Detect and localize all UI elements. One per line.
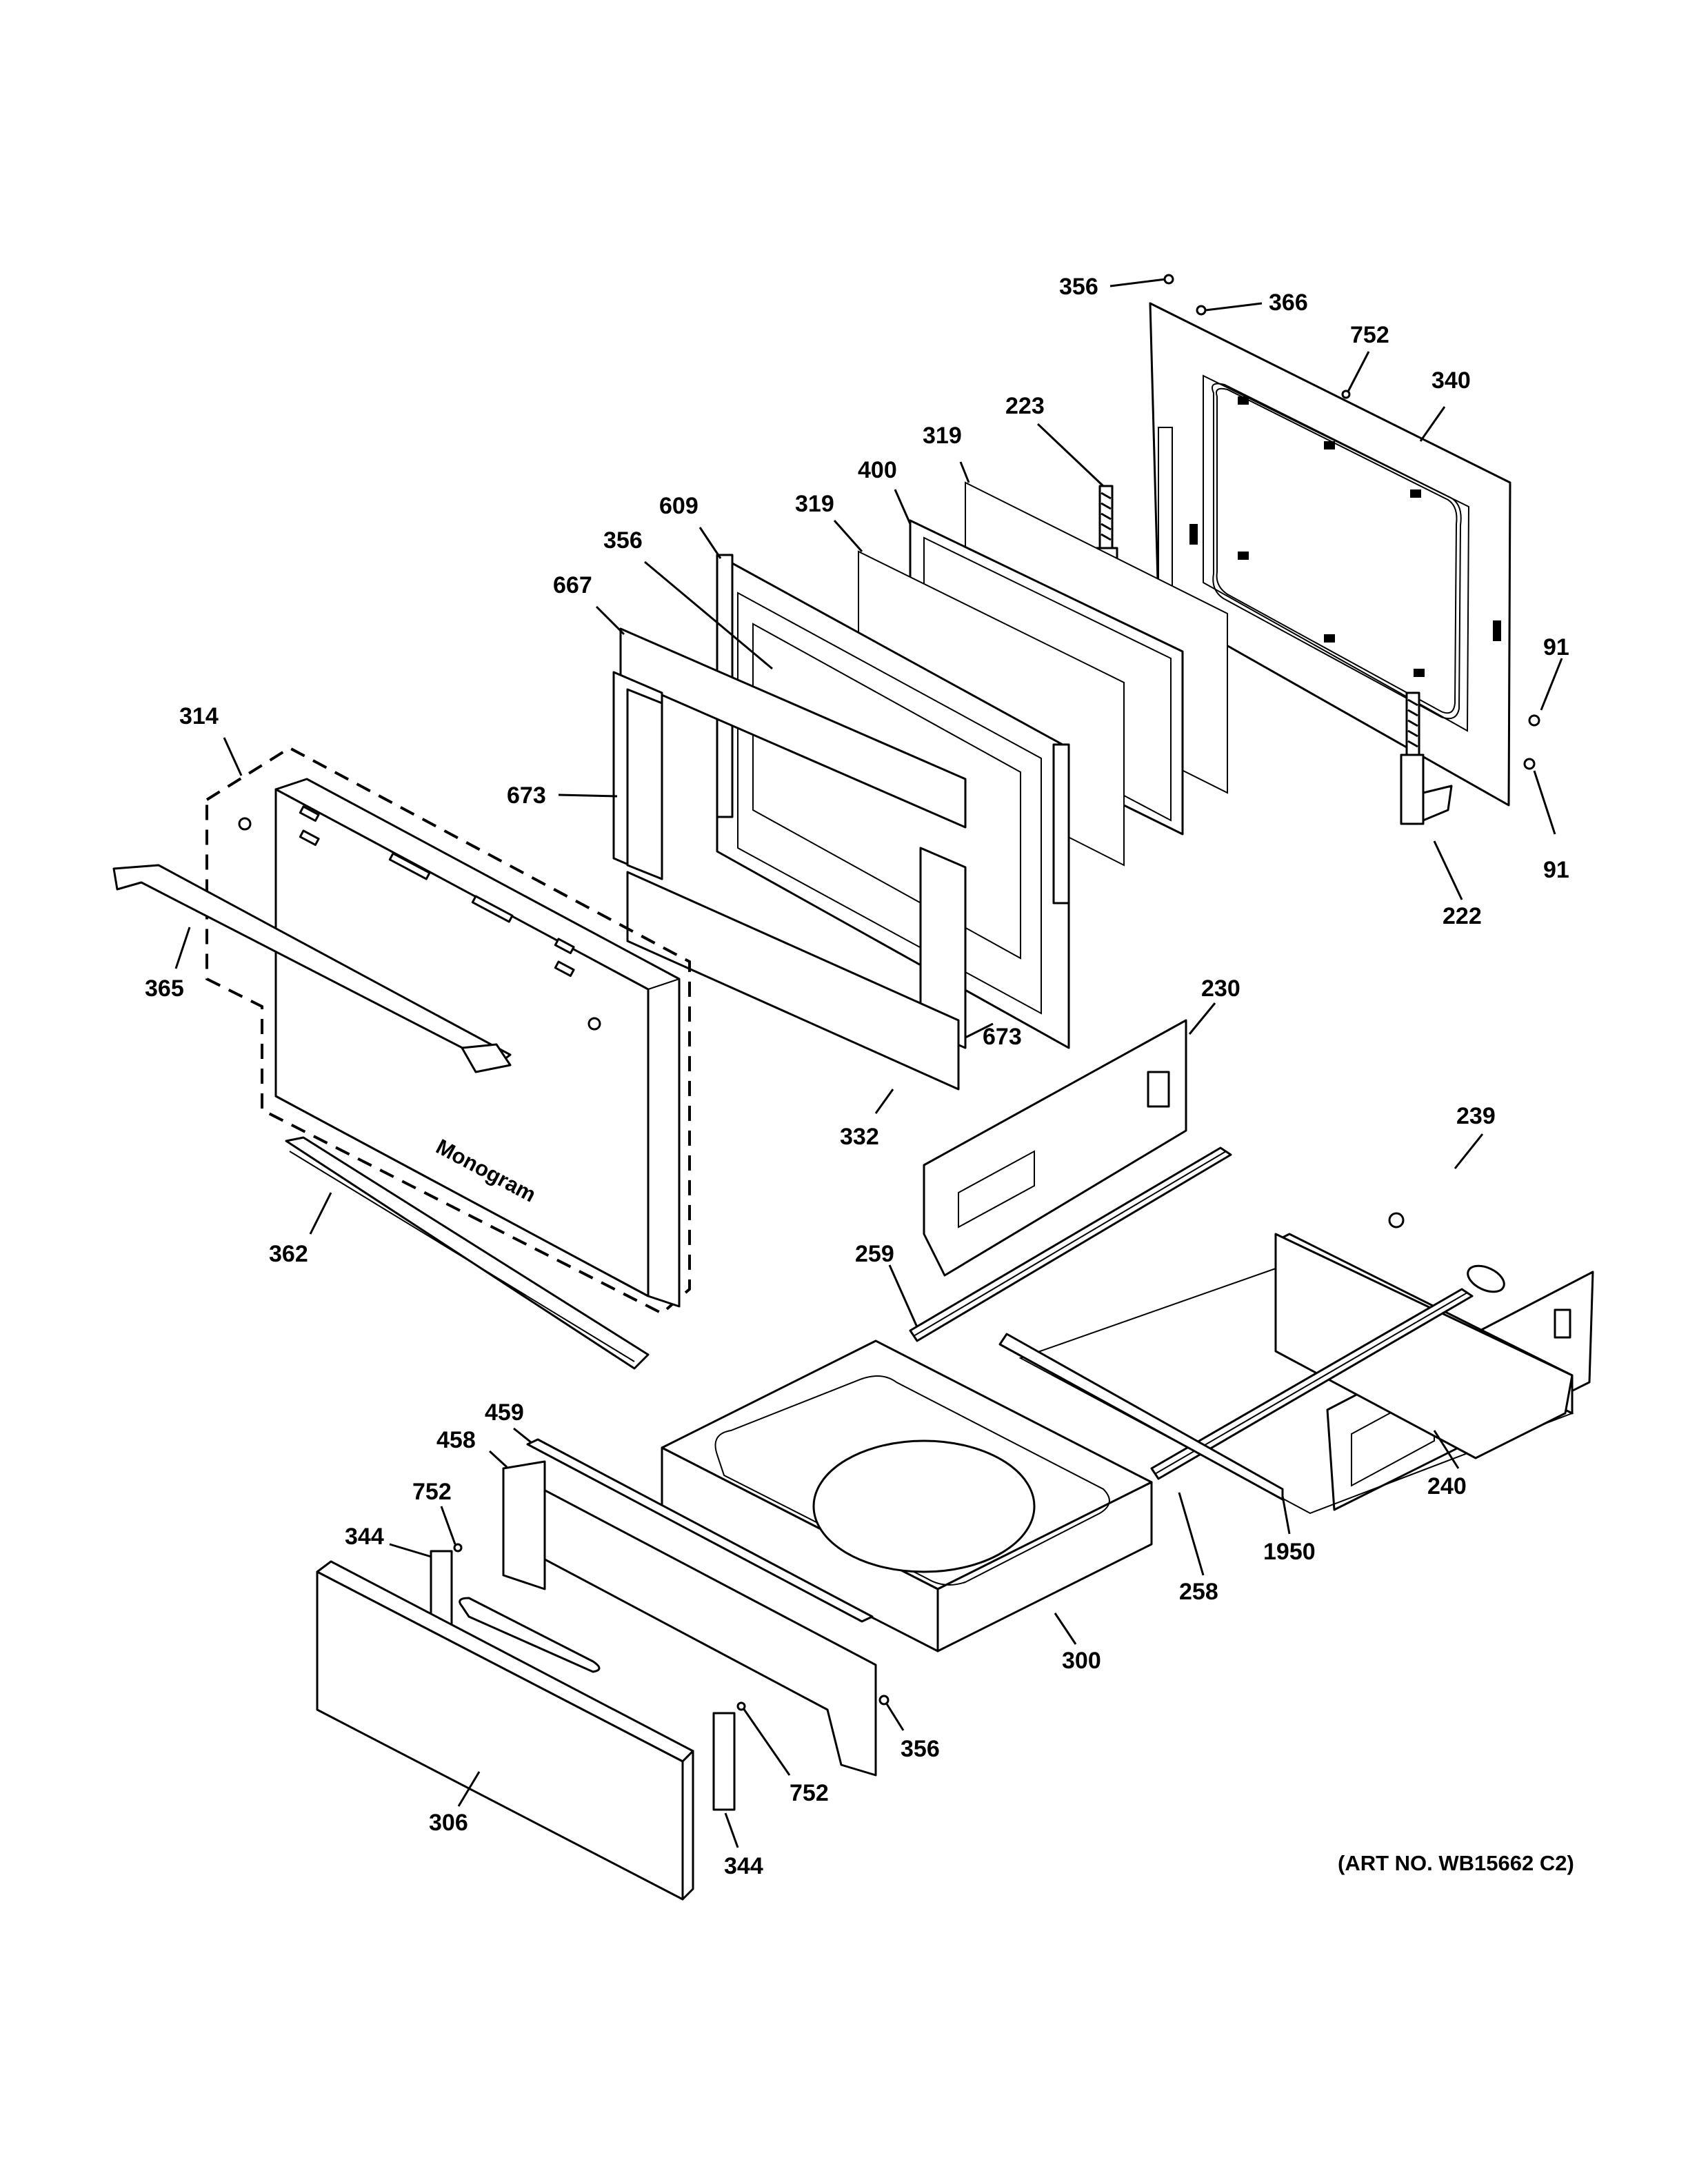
callout-365: 365 [145, 975, 184, 1002]
drawer-face-306 [316, 1560, 694, 1901]
callout-91-upper: 91 [1543, 634, 1569, 660]
insulation-673-right [919, 847, 967, 1049]
callout-230: 230 [1201, 975, 1240, 1002]
callout-340: 340 [1431, 367, 1471, 394]
screw-91-lower [1523, 758, 1536, 770]
callout-319-b: 319 [795, 491, 834, 517]
callout-609: 609 [659, 493, 699, 519]
clip-752-bottom [736, 1701, 746, 1711]
callout-259: 259 [855, 1241, 894, 1267]
callout-223: 223 [1005, 393, 1045, 419]
callout-752-top: 752 [1350, 322, 1389, 348]
drawer-trim-459 [526, 1438, 874, 1623]
outer-door-frame-340 [1149, 302, 1511, 807]
door-trim-362 [285, 1136, 650, 1370]
callout-1950: 1950 [1263, 1539, 1316, 1565]
callout-673-b: 673 [983, 1024, 1022, 1050]
callout-752-left: 752 [412, 1479, 452, 1505]
callout-362: 362 [269, 1241, 308, 1267]
insulation-673-left [612, 671, 663, 880]
callout-366: 366 [1269, 290, 1308, 316]
clip-752-left [453, 1543, 463, 1553]
hinge-222 [1400, 691, 1453, 825]
callout-458: 458 [436, 1427, 476, 1453]
callout-667: 667 [553, 572, 592, 598]
callout-314: 314 [179, 703, 219, 729]
callout-306: 306 [429, 1810, 468, 1836]
drawer-front-frame-458 [502, 1460, 877, 1777]
side-panel-230 [923, 1019, 1187, 1277]
callout-labels: 356 366 752 340 223 319 400 319 609 356 … [145, 274, 1569, 1879]
callout-344-top: 344 [345, 1524, 384, 1550]
screw-366 [1196, 305, 1207, 316]
callout-91-lower: 91 [1543, 857, 1569, 883]
callout-300: 300 [1062, 1648, 1101, 1674]
drawer-pan-300 [661, 1339, 1153, 1652]
callout-258: 258 [1179, 1579, 1218, 1605]
slide-rail-259 [909, 1146, 1232, 1342]
callout-239: 239 [1456, 1103, 1496, 1129]
insulation-667 [619, 627, 967, 829]
callout-344-bottom: 344 [724, 1853, 763, 1879]
callout-222: 222 [1443, 903, 1482, 929]
leader-lines [174, 278, 1563, 1848]
callout-356-mid: 356 [603, 527, 643, 554]
callout-356-top: 356 [1059, 274, 1098, 300]
callout-752-bottom: 752 [790, 1780, 829, 1806]
bracket-344-right [712, 1712, 736, 1811]
callout-240: 240 [1427, 1473, 1467, 1499]
callout-356-bottom: 356 [901, 1736, 940, 1762]
callout-400: 400 [858, 457, 897, 483]
screw-91-upper [1528, 714, 1540, 727]
callout-319-a: 319 [923, 423, 962, 449]
art-number: (ART NO. WB15662 C2) [1338, 1851, 1574, 1875]
clip-752-top [1341, 390, 1351, 399]
screw-356-bottom [878, 1695, 890, 1706]
callout-332: 332 [840, 1124, 879, 1150]
slide-rail-258 [1150, 1288, 1474, 1480]
screw-356-top [1163, 274, 1174, 285]
callout-673-a: 673 [507, 782, 546, 809]
insulation-332 [626, 871, 960, 1091]
door-handle-365 [112, 864, 512, 1073]
callout-459: 459 [485, 1399, 524, 1426]
